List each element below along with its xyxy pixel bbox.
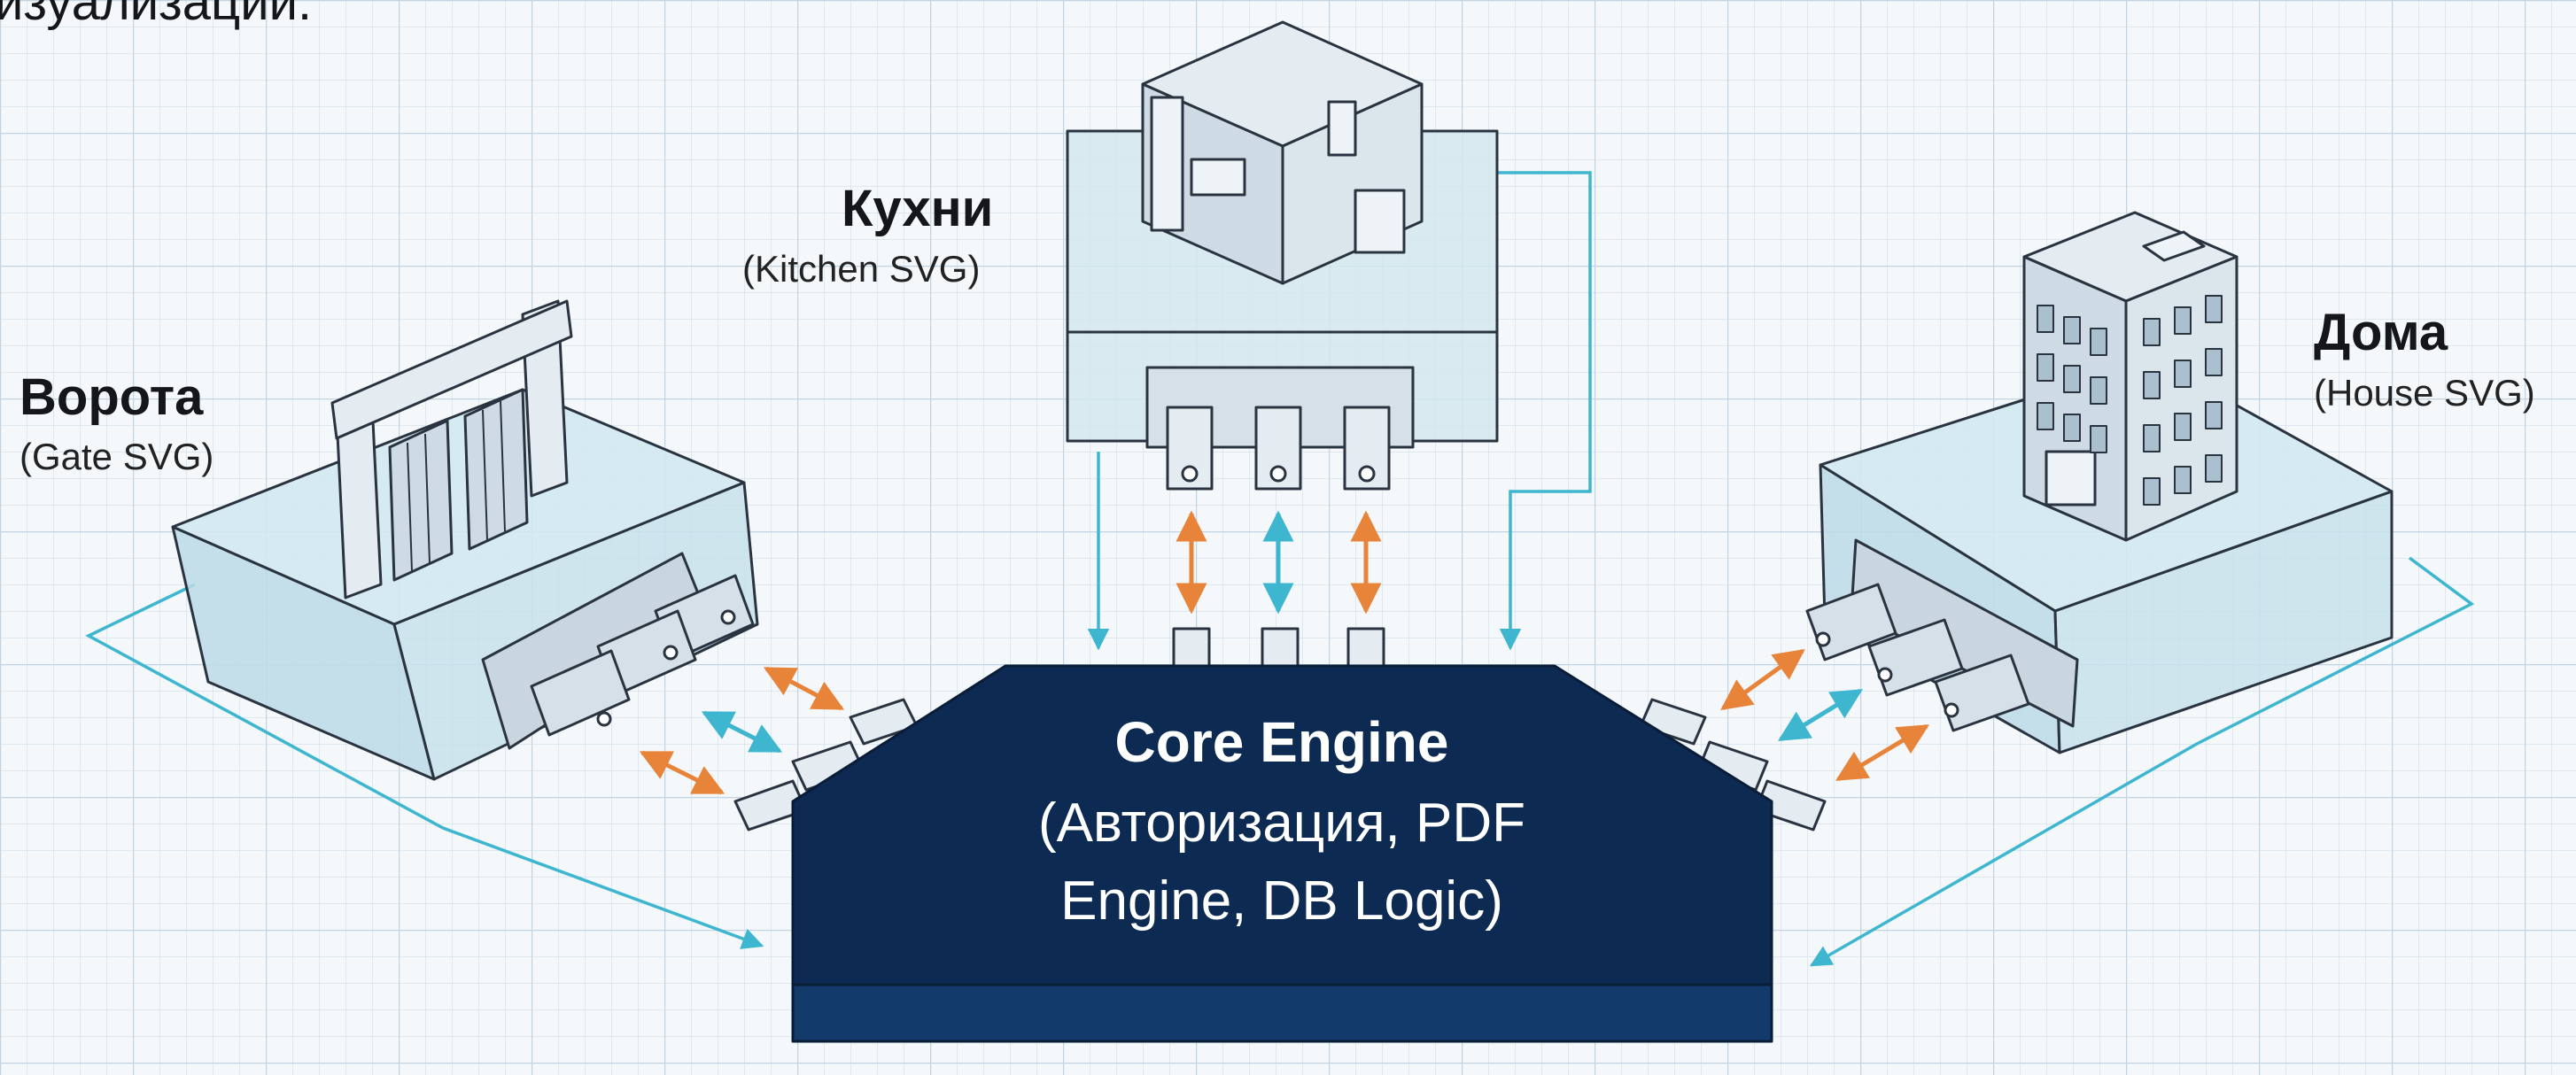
house-arrow-top (1720, 648, 1805, 711)
kitchen-module (1066, 20, 1499, 491)
kitchen-subtitle: (Kitchen SVG) (742, 248, 980, 290)
gate-pins (530, 574, 755, 737)
house-subtitle: (House SVG) (2314, 372, 2535, 414)
gate-flow-line (85, 583, 764, 949)
house-arrow-middle (1778, 688, 1863, 742)
core-base (791, 983, 1773, 1043)
data-arrows (639, 510, 1930, 795)
kitchen-icon (1141, 20, 1424, 285)
house-module (1805, 211, 2394, 754)
gate-arrow-middle (701, 710, 783, 754)
gate-arrow-bottom (639, 750, 725, 795)
gate-subtitle: (Gate SVG) (19, 436, 213, 477)
kitchen-flow-line-right (1497, 171, 1592, 651)
gate-title: Ворота (19, 368, 204, 426)
kitchen-title: Кухни (842, 180, 993, 237)
house-icon (2022, 211, 2238, 542)
house-pin-holes (1815, 631, 1959, 718)
core-subtitle-line2: Engine, DB Logic) (1060, 870, 1503, 932)
house-windows (2037, 295, 2223, 506)
core-subtitle-line1: (Авторизация, PDF (1038, 793, 1525, 854)
flow-lines (85, 171, 2475, 967)
core-right-sockets (1639, 698, 1827, 831)
top-caption: изуализации. (0, 0, 312, 31)
core-top-sockets (1172, 627, 1385, 670)
gate-pin-holes (596, 609, 736, 727)
core-title: Core Engine (1115, 710, 1449, 774)
house-arrow-bottom (1835, 723, 1930, 782)
gate-icon (330, 299, 573, 599)
house-flow-line (1809, 556, 2475, 967)
gate-arrow-top (763, 666, 845, 711)
core-engine (733, 627, 1827, 1043)
gate-bars (407, 400, 506, 572)
house-title: Дома (2314, 304, 2448, 361)
kitchen-pin-holes (1181, 465, 1376, 483)
gate-module (171, 299, 759, 781)
